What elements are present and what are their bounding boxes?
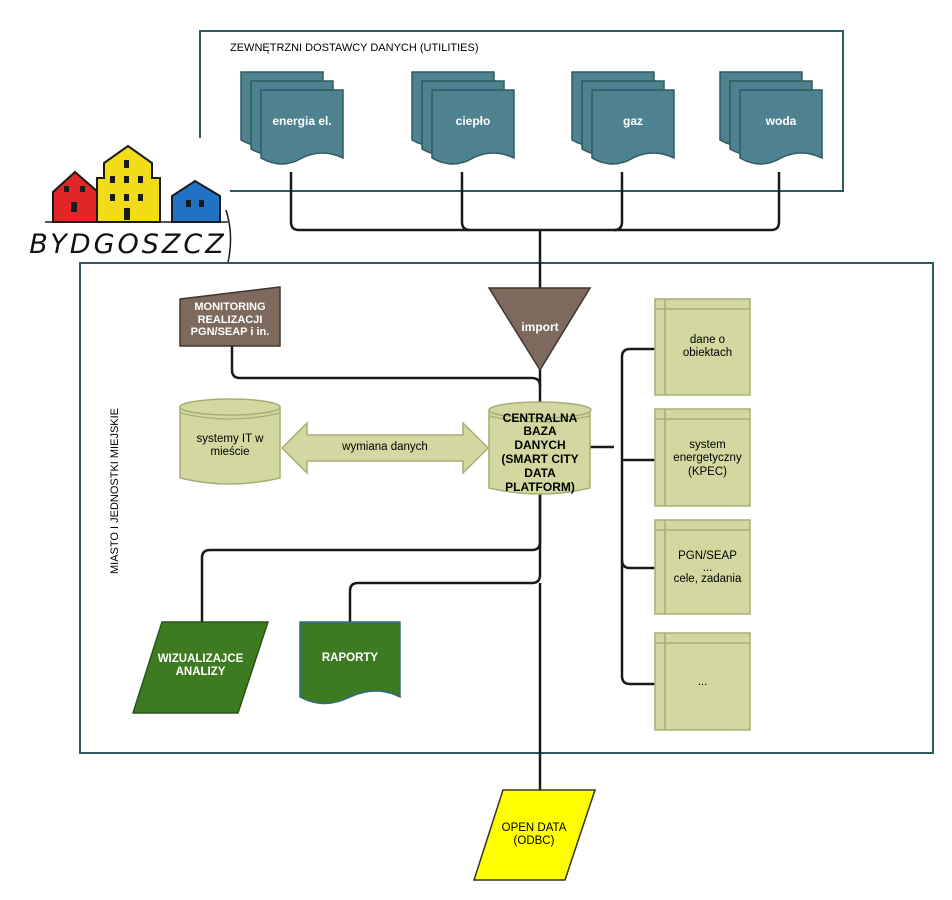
utilities-frame	[199, 30, 844, 192]
open-data-line-2: (ODBC)	[513, 835, 555, 847]
central-db-line-1: CENTRALNA	[502, 410, 578, 425]
monitoring-shape	[179, 286, 281, 347]
utility-cieplo-doc	[411, 71, 515, 165]
central-db-line-3: DANYCH	[514, 438, 566, 453]
central-database-label: CENTRALNA BAZA DANYCH (SMART CITY DATA P…	[484, 410, 596, 496]
visualization-shape	[131, 621, 270, 714]
central-database-cylinder	[488, 401, 592, 495]
central-db-line-2: BAZA	[523, 424, 557, 439]
connectors	[200, 172, 781, 790]
bydgoszcz-logo-graphic	[45, 144, 232, 263]
data-exchange-arrow	[280, 421, 490, 475]
module-3-line-2: ...	[702, 561, 713, 574]
utility-label-gaz: gaz	[622, 114, 643, 129]
open-data-line-1: OPEN DATA	[501, 821, 567, 834]
import-triangle	[487, 287, 592, 372]
module-4-line-1: ...	[697, 676, 708, 689]
module-3-line-1: PGN/SEAP	[678, 549, 737, 562]
city-frame	[79, 262, 934, 754]
data-module-shapes	[654, 298, 751, 731]
module-2-line-2: energetyczny	[673, 452, 742, 465]
central-db-line-4: (SMART CITY	[501, 452, 579, 466]
open-data-shape	[472, 789, 597, 881]
utilities-title: ZEWNĘTRZNI DOSTAWCY DANYCH (UTILITIES)	[230, 41, 479, 54]
utility-energia-doc	[240, 71, 344, 165]
utility-gaz-doc	[571, 71, 675, 165]
reports-document	[299, 621, 401, 705]
it-systems-label: systemy IT w mieście	[180, 424, 280, 468]
module-2-line-3: (KPEC)	[688, 465, 727, 478]
data-module-label-1: dane o obiektach	[665, 309, 750, 385]
reports-label: RAPORTY	[321, 652, 379, 665]
utility-label-cieplo: ciepło	[455, 114, 491, 129]
module-3-line-3: cele, zadania	[673, 573, 742, 586]
it-systems-line-1: systemy IT w	[196, 432, 264, 445]
data-exchange-label: wymiana danych	[342, 441, 428, 454]
utility-label-energia: energia el.	[272, 114, 332, 129]
data-module-label-3: PGN/SEAP ... cele, zadania	[665, 530, 750, 606]
city-title: MIASTO I JEDNOSTKI MIEJSKIE	[108, 407, 121, 575]
monitoring-line-1: MONITORING	[194, 301, 266, 314]
central-db-line-6: PLATFORM)	[505, 479, 575, 494]
it-systems-cylinder	[179, 398, 281, 485]
monitoring-line-2: REALIZACJI	[197, 313, 263, 326]
monitoring-line-3: PGN/SEAP i in.	[190, 326, 270, 339]
visualization-label: WIZUALIZAJCE ANALIZY	[143, 646, 258, 686]
module-1-line-1: dane o	[689, 333, 726, 346]
data-module-label-4: ...	[665, 643, 740, 723]
utility-woda-doc	[719, 71, 823, 165]
bydgoszcz-logo-text: BYDGOSZCZ	[29, 229, 227, 261]
data-module-label-2: system energetyczny (KPEC)	[665, 419, 750, 499]
module-1-line-2: obiektach	[682, 347, 733, 359]
module-2-line-1: system	[689, 439, 726, 452]
central-db-line-5: DATA	[524, 465, 556, 480]
utility-label-woda: woda	[765, 114, 797, 129]
monitoring-label: MONITORING REALIZACJI PGN/SEAP i in.	[180, 294, 280, 346]
visualization-line-2: ANALIZY	[175, 666, 226, 678]
import-label: import	[521, 320, 559, 335]
it-systems-line-2: mieście	[210, 446, 250, 458]
visualization-line-1: WIZUALIZAJCE	[157, 652, 244, 665]
open-data-label: OPEN DATA (ODBC)	[484, 816, 584, 854]
